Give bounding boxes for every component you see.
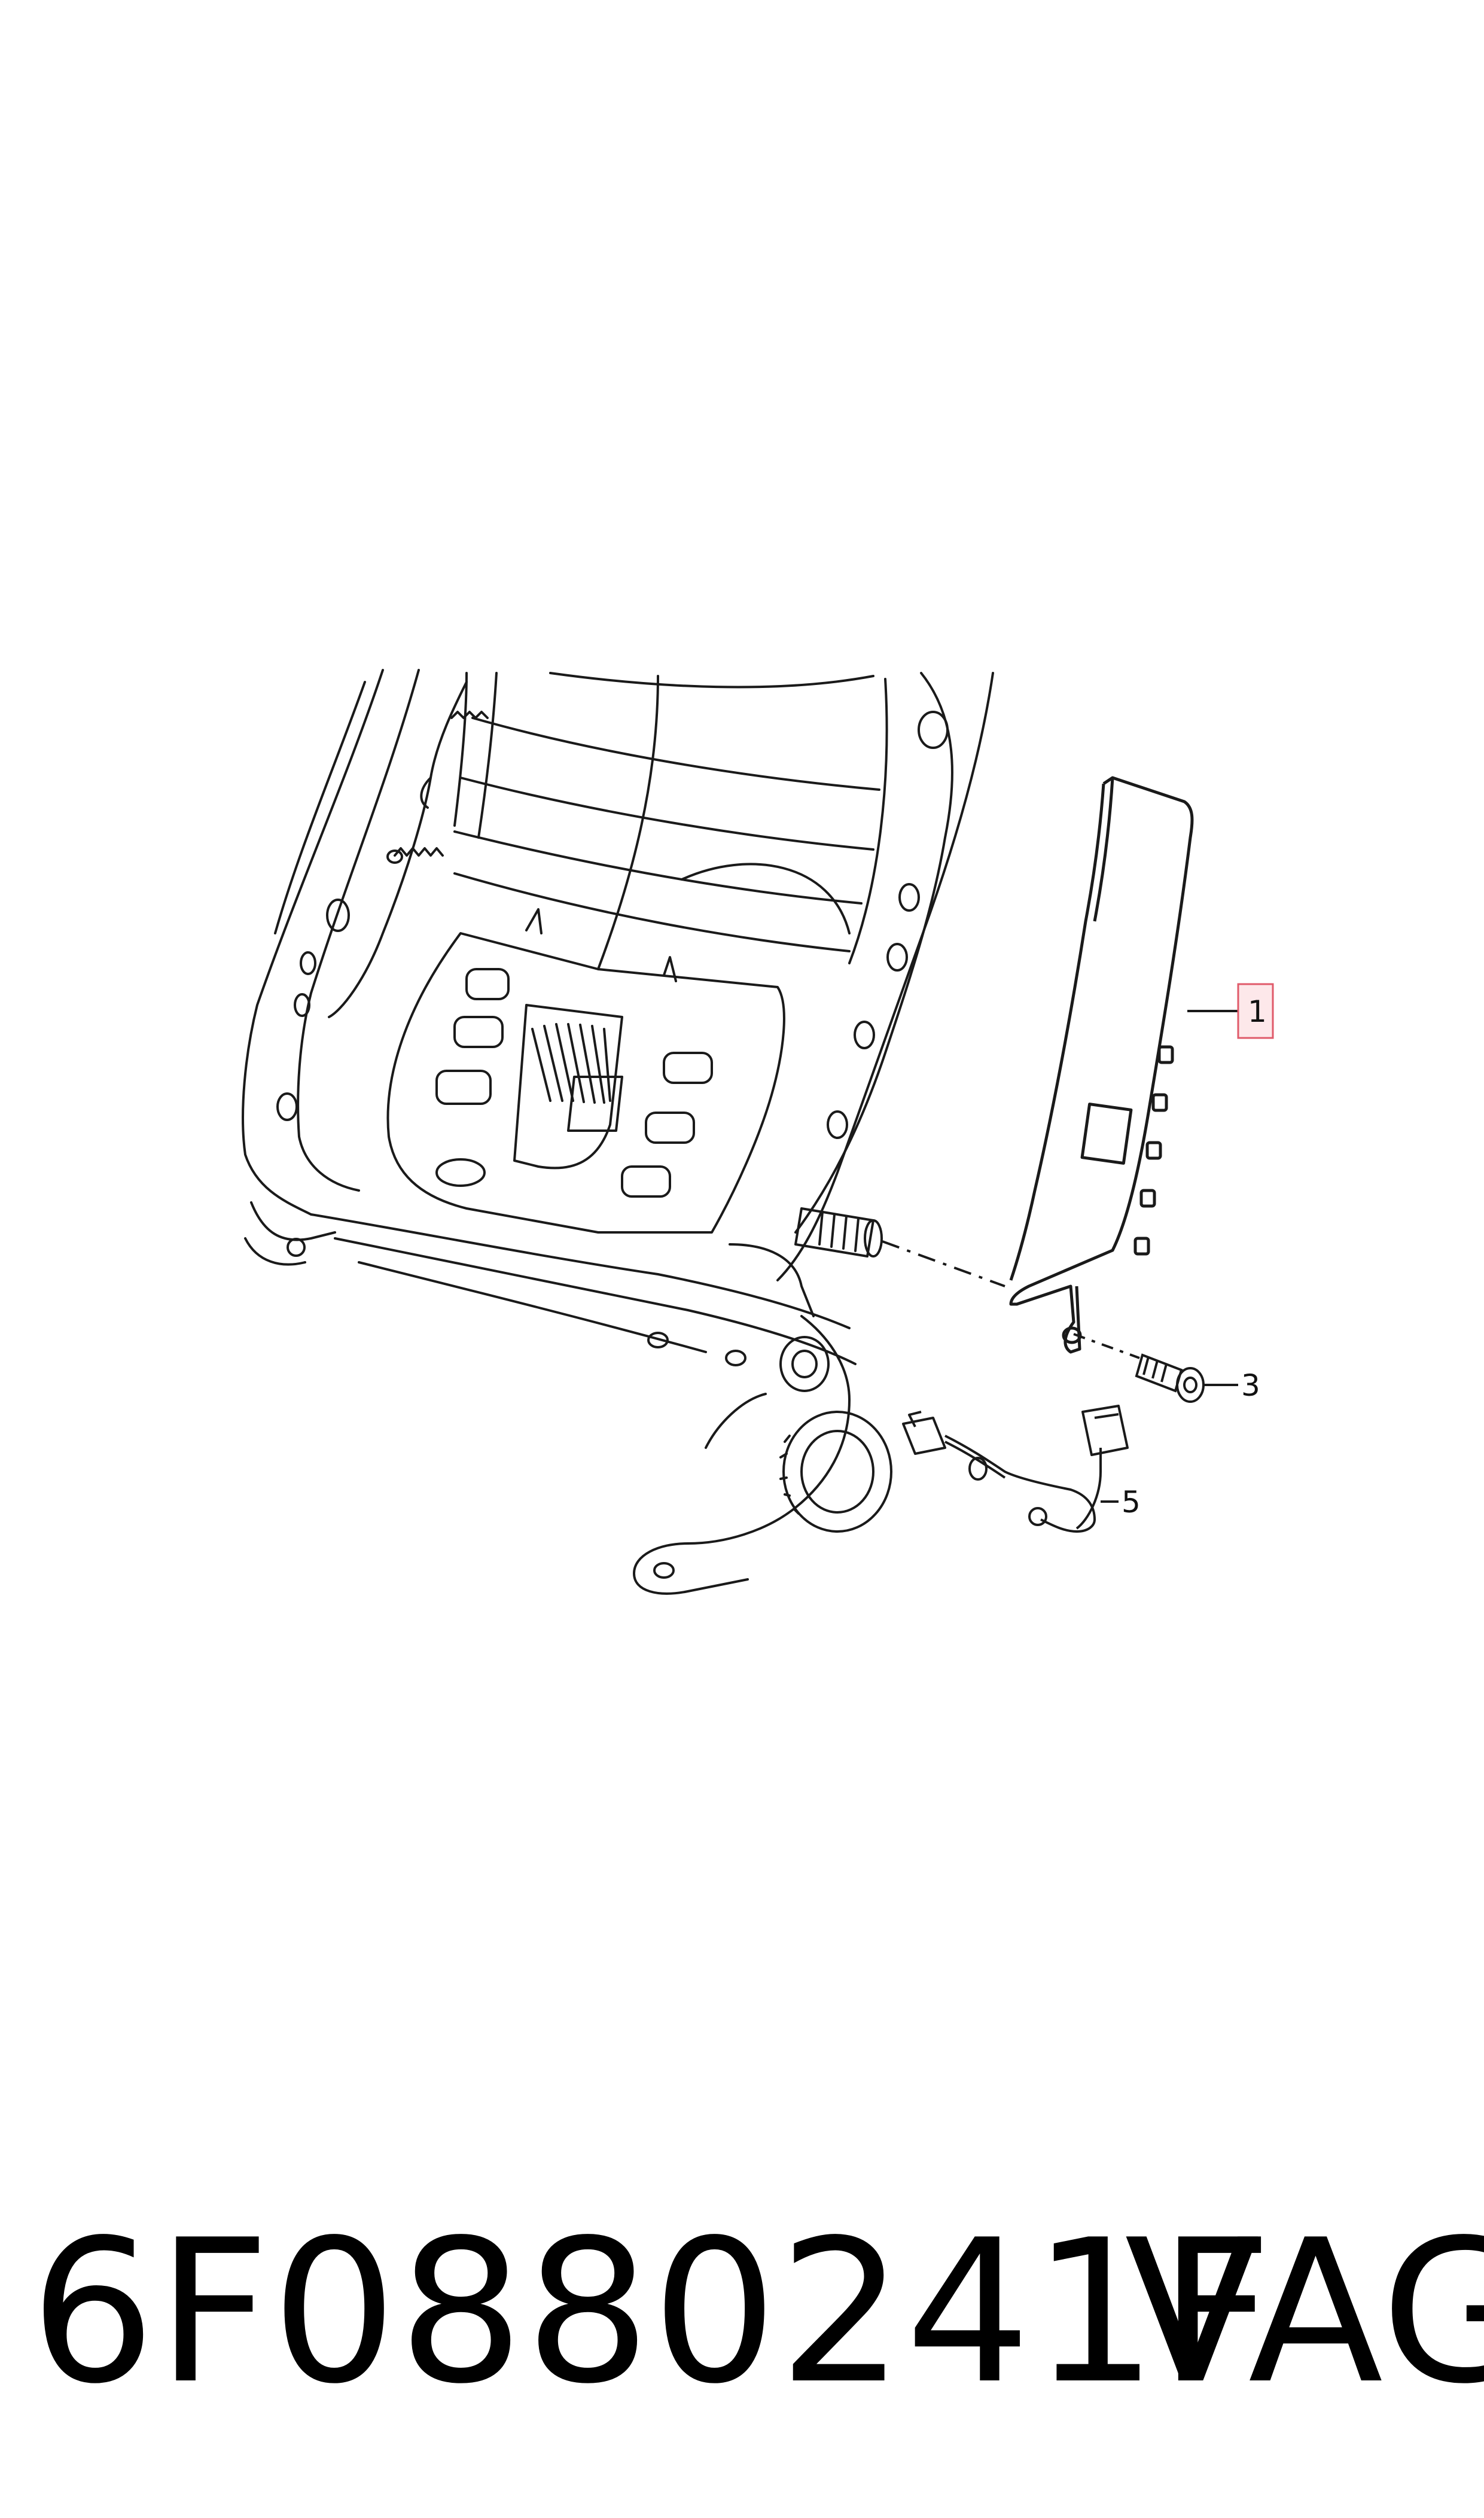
wiring-harness bbox=[902, 1405, 1129, 1533]
bolt bbox=[1135, 1353, 1205, 1403]
side-airbag-module bbox=[1009, 776, 1194, 1354]
callout-3[interactable]: 3 bbox=[1241, 1368, 1260, 1403]
callout-leaders bbox=[1101, 1010, 1238, 1503]
assembly-line bbox=[882, 1240, 1140, 1359]
callout-5-label: 5 bbox=[1122, 1485, 1141, 1520]
callout-1-highlight bbox=[1237, 983, 1274, 1039]
seat-backrest-frame bbox=[242, 669, 994, 1595]
callout-5[interactable]: 5 bbox=[1122, 1485, 1141, 1520]
brand-label: VAG bbox=[1125, 2197, 1484, 2427]
callout-1[interactable]: 1 bbox=[1237, 983, 1274, 1039]
callout-1-label: 1 bbox=[1248, 994, 1267, 1029]
part-number: 6F0880241F bbox=[30, 2197, 1274, 2427]
callout-3-label: 3 bbox=[1241, 1368, 1260, 1403]
